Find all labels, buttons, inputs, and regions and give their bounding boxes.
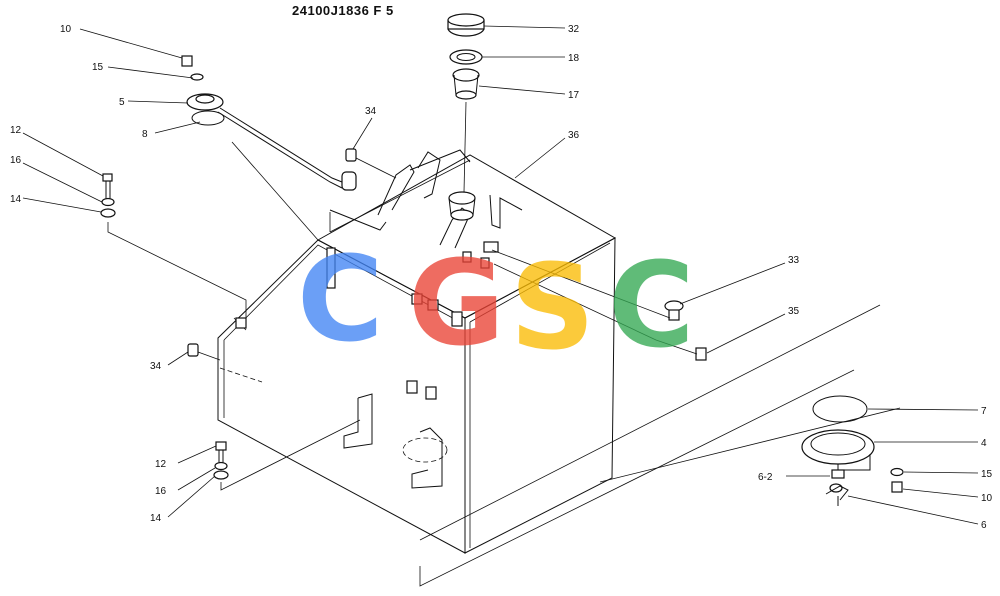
- callout-16-lower: 16: [155, 486, 167, 497]
- callout-10: 10: [60, 24, 72, 35]
- callout-14: 14: [10, 194, 22, 205]
- callout-12-lower: 12: [155, 459, 167, 470]
- callout-14-lower: 14: [150, 513, 162, 524]
- tank-fittings: [233, 241, 499, 400]
- callout-12: 12: [10, 125, 22, 136]
- callout-10-right: 10: [981, 493, 993, 504]
- callout-36: 36: [568, 130, 580, 141]
- filler-neck: [448, 191, 476, 221]
- callout-34-lower: 34: [150, 361, 162, 372]
- callout-33: 33: [788, 255, 800, 266]
- drain-fittings: [491, 249, 707, 361]
- watermark-letter-c1: C: [297, 230, 384, 368]
- callout-17: 17: [568, 90, 580, 101]
- support-feet: [343, 393, 448, 489]
- assembly-guide-lines: [231, 141, 901, 587]
- callout-6: 6: [981, 520, 987, 531]
- callout-16: 16: [10, 155, 22, 166]
- watermark-letter-g: G: [408, 234, 505, 372]
- mounting-brackets: [329, 149, 523, 249]
- bottom-cover-assembly: [801, 395, 904, 506]
- bolt-set-upper-left: [100, 173, 247, 325]
- callout-5: 5: [119, 97, 125, 108]
- callout-7: 7: [981, 406, 987, 417]
- callout-4: 4: [981, 438, 987, 449]
- callout-labels: 10 15 5 8 34 12 16 14 32 18 17 36 33 35 …: [10, 24, 993, 531]
- fuel-sender-assembly: [181, 55, 357, 191]
- callout-8: 8: [142, 129, 148, 140]
- plug-fittings: [187, 148, 397, 361]
- callout-leaders: [22, 25, 979, 525]
- callout-15-right: 15: [981, 469, 993, 480]
- cgsc-watermark: C G S C: [297, 230, 695, 376]
- drawing-number: 24100J1836 F 5: [292, 3, 394, 18]
- callout-6-2: 6-2: [758, 472, 773, 483]
- filler-cap-assembly: [447, 13, 485, 193]
- callout-32: 32: [568, 24, 580, 35]
- callout-18: 18: [568, 53, 580, 64]
- watermark-letter-s: S: [510, 238, 595, 376]
- callout-34: 34: [365, 106, 377, 117]
- callout-35: 35: [788, 306, 800, 317]
- callout-15: 15: [92, 62, 104, 73]
- watermark-letter-c2: C: [608, 236, 695, 374]
- bolt-set-lower-left: [213, 419, 361, 491]
